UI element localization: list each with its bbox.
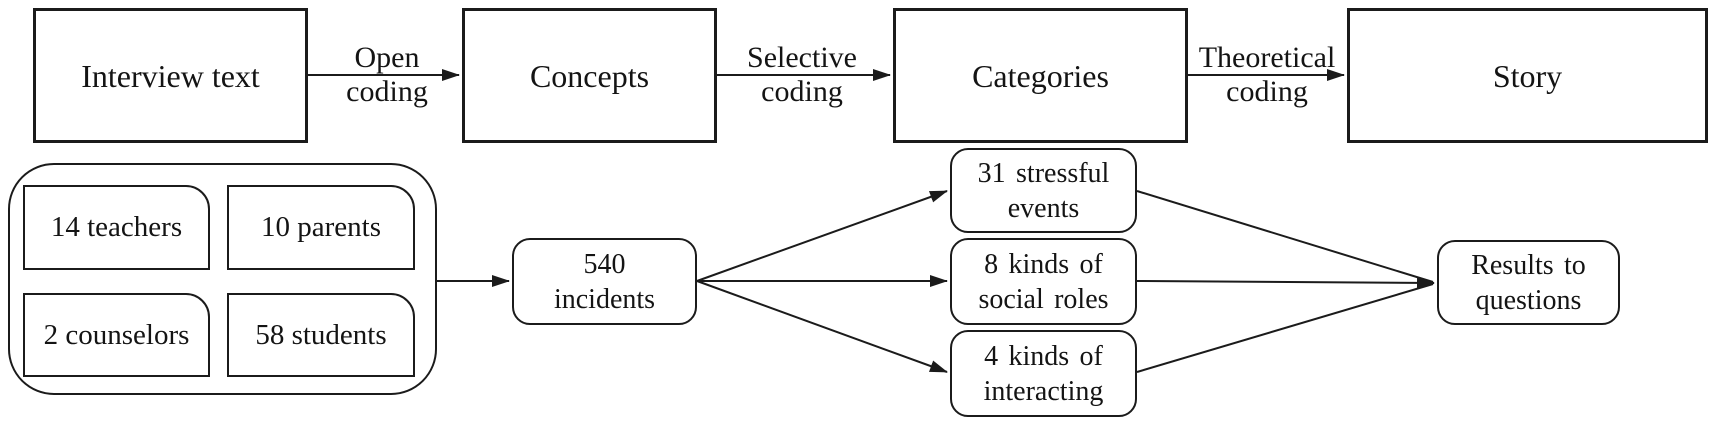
- flow-box-social-roles: 8 kinds of social roles: [950, 238, 1137, 325]
- line-stressful-events-to-results: [1136, 190, 1434, 283]
- sample-box-teachers: 14 teachers: [23, 185, 210, 270]
- flow-box-incidents: 540 incidents: [512, 238, 697, 325]
- sample-box-counselors: 2 counselors: [23, 293, 210, 377]
- flow-box-interacting: 4 kinds of interacting: [950, 330, 1137, 417]
- arrow-incidents-to-stressful-events: [696, 190, 948, 282]
- flow-box-stressful-events: 31 stressful events: [950, 148, 1137, 233]
- arrow-incidents-to-interacting: [696, 280, 948, 373]
- stage-box-story: Story: [1347, 8, 1708, 143]
- edge-label-theoretical-coding: Theoretical coding: [1198, 41, 1336, 108]
- stage-box-categories: Categories: [893, 8, 1188, 143]
- flow-box-results: Results to questions: [1437, 240, 1620, 325]
- edge-label-selective-coding: Selective coding: [747, 41, 857, 108]
- line-interacting-to-results: [1136, 283, 1434, 373]
- stage-box-interview-text: Interview text: [33, 8, 308, 143]
- edge-label-open-coding: Open coding: [346, 41, 428, 108]
- stage-box-concepts: Concepts: [462, 8, 717, 143]
- sample-box-students: 58 students: [227, 293, 415, 377]
- sample-box-parents: 10 parents: [227, 185, 415, 270]
- arrow-social-roles-to-results: [1136, 276, 1435, 289]
